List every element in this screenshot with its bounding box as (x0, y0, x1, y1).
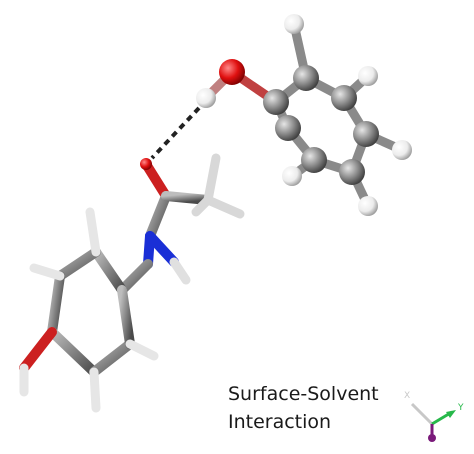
oxygen-atom (219, 59, 245, 85)
hydroxyl-hydrogen-atom (196, 88, 216, 108)
carbon-atom (353, 121, 379, 147)
carbon-atom (263, 89, 289, 115)
surface-molecule (19, 153, 245, 413)
x-axis-line (410, 402, 434, 426)
hydrogen-bond-line (150, 106, 201, 160)
hydrogen-atom (358, 66, 378, 86)
y-axis-arrow (446, 410, 456, 418)
carbon-atom (331, 85, 357, 111)
hydrogen-atom (282, 166, 302, 186)
z-axis-dot (428, 434, 436, 442)
carbon-atom (293, 65, 319, 91)
carbonyl-oxygen-atom (140, 158, 152, 170)
axes-triad: X Y (404, 391, 464, 442)
caption-line-2: Interaction (228, 411, 332, 433)
hydrogen-atom (284, 14, 304, 34)
phenol-molecule (196, 14, 412, 216)
carbon-atom (275, 115, 301, 141)
hydrogen-atom (392, 140, 412, 160)
y-axis-label: Y (457, 403, 464, 413)
caption-line-1: Surface-Solvent (228, 383, 379, 405)
phenol-bonds (201, 19, 407, 211)
x-axis-label: X (404, 391, 410, 401)
carbon-atom (301, 147, 327, 173)
caption: Surface-Solvent Interaction (228, 380, 379, 436)
hydrogen-atom (358, 196, 378, 216)
carbon-atom (339, 159, 365, 185)
